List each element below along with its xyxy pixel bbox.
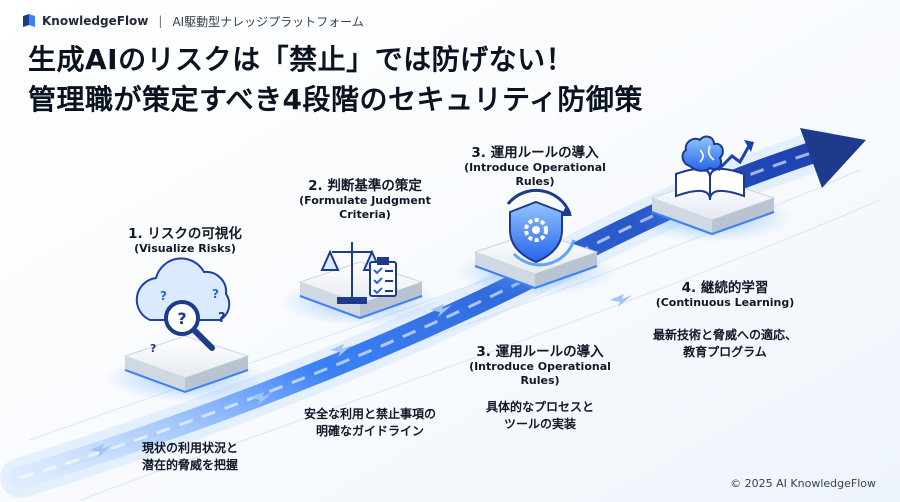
svg-text:?: ? [160,289,167,303]
step-3-subtitle-bottom-line-2: Rules) [520,373,560,387]
arrow-head [800,128,866,188]
svg-text:?: ? [218,311,226,326]
step-3-title-top: 3. 運用ルールの導入 [471,145,599,161]
step-1-platform [105,335,265,402]
step-3-description: 具体的なプロセスと ツールの実装 [465,399,615,434]
step-3-description-line-1: 具体的なプロセスと [485,400,594,414]
step-2-description-line-1: 安全な利用と禁止事項の [303,407,436,421]
step-4-description-line-2: 教育プログラム [683,345,767,360]
step-3-subtitle-top-line-1: (Introduce Operational [464,161,606,174]
copyright: © 2025 AI KnowledgeFlow [730,477,876,490]
brand-separator: | [158,14,163,28]
svg-text:?: ? [212,287,219,301]
brand-name: KnowledgeFlow [42,14,149,28]
step-3-subtitle-top-line-2: Rules) [515,174,555,188]
scale-checklist-icon [320,242,397,304]
step-4-label: 4. 継続的学習 (Continuous Learning) [635,276,815,310]
step-1-title: 1. リスクの可視化 [128,226,242,242]
step-4-description-line-1: 最新技術と脅威への適応、 [652,328,797,342]
step-3-label-bottom: 3. 運用ルールの導入 (Introduce Operational Rules… [455,340,625,388]
step-1-description: 現状の利用状況と 潜在的脅威を把握 [120,440,260,475]
step-3-label-top: 3. 運用ルールの導入 (Introduce Operational Rules… [450,141,620,189]
step-3-description-line-2: ツールの実装 [503,417,576,432]
cloud-magnifier-icon: ? ? ? ? ? [135,257,231,355]
step-2-description: 安全な利用と禁止事項の 明確なガイドライン [285,406,455,441]
step-2-title: 2. 判断基準の策定 [308,178,422,194]
brain-book-icon [675,135,754,201]
step-2-description-line-2: 明確なガイドライン [315,424,424,439]
step-3-subtitle-bottom-line-1: (Introduce Operational [469,360,611,373]
step-2-label: 2. 判断基準の策定 (Formulate Judgment Criteria) [280,174,450,222]
step-1-label: 1. リスクの可視化 (Visualize Risks) [100,222,270,256]
step-4-description: 最新技術と脅威への適応、 教育プログラム [635,327,815,362]
brand-tagline: AI駆動型ナレッジプラットフォーム [172,14,364,29]
step-1-description-line-1: 現状の利用状況と [141,441,238,455]
step-4-title: 4. 継続的学習 [681,280,769,296]
brand-header: KnowledgeFlow | AI駆動型ナレッジプラットフォーム [22,10,364,32]
page-title-line-2: 管理職が策定すべき4段階のセキュリティ防御策 [28,83,643,116]
step-1-description-line-2: 潜在的脅威を把握 [141,458,238,473]
shield-gear-icon [506,188,576,267]
step-2-subtitle-line-1: (Formulate Judgment [299,194,431,207]
knowledgeflow-logo-icon [23,14,35,27]
step-4-subtitle: (Continuous Learning) [655,296,795,309]
svg-text:?: ? [177,309,186,328]
step-1-subtitle: (Visualize Risks) [134,242,236,255]
step-2-subtitle-line-2: Criteria) [339,207,391,221]
page-title-line-1: 生成AIのリスクは「禁止」では防げない！ [28,43,575,76]
step-3-title-bottom: 3. 運用ルールの導入 [476,344,604,360]
svg-text:?: ? [150,342,156,355]
